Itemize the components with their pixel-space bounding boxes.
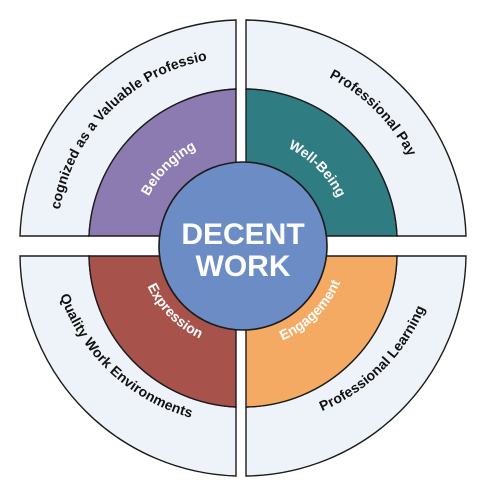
center-circle: [158, 161, 328, 331]
center-title-line1: DECENT: [181, 218, 304, 251]
outer-ring: [19, 19, 467, 477]
center-title-line2: WORK: [196, 250, 291, 283]
